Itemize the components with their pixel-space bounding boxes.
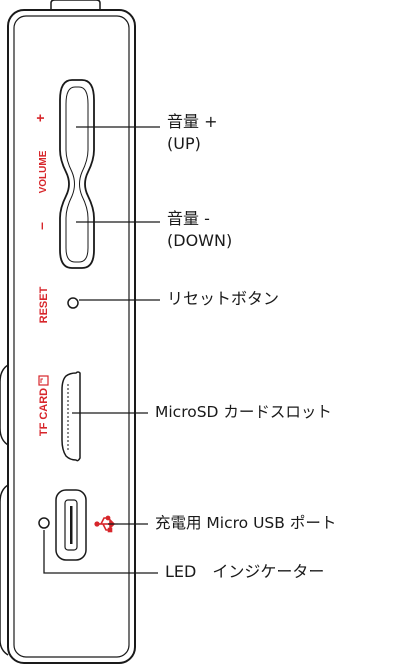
- led-indicator: [38, 517, 50, 529]
- volume-down-label-line1: 音量 -: [167, 209, 210, 228]
- sd-card-icon: [38, 375, 49, 386]
- microsd-slot[interactable]: [61, 371, 81, 462]
- device-body: [7, 9, 136, 664]
- tf-card-label: TF CARD: [38, 388, 50, 436]
- led-indicator-callout: LED インジケーター: [165, 562, 325, 581]
- volume-rocker-inner: [65, 86, 89, 263]
- microsd-slot-callout: MicroSD カードスロット: [155, 403, 332, 421]
- volume-up-callout: 音量 + (UP): [167, 111, 218, 155]
- leader-lines: [43, 126, 160, 574]
- volume-minus-label: –: [33, 222, 49, 230]
- reset-label: RESET: [38, 286, 50, 323]
- side-bump-lower: [0, 484, 9, 656]
- volume-up-label-line2: (UP): [167, 134, 201, 153]
- reset-button[interactable]: [67, 297, 79, 309]
- volume-label: VOLUME: [38, 150, 49, 193]
- top-nub: [50, 0, 101, 12]
- device-inner-panel: [13, 15, 130, 658]
- reset-button-callout: リセットボタン: [167, 289, 280, 308]
- volume-plus-label: +: [32, 114, 48, 122]
- usb-port-callout: 充電用 Micro USB ポート: [155, 514, 337, 532]
- volume-down-callout: 音量 - (DOWN): [167, 208, 232, 252]
- side-bump-upper: [0, 364, 9, 446]
- volume-down-label-line2: (DOWN): [167, 231, 233, 250]
- volume-up-label-line1: 音量 +: [167, 112, 218, 131]
